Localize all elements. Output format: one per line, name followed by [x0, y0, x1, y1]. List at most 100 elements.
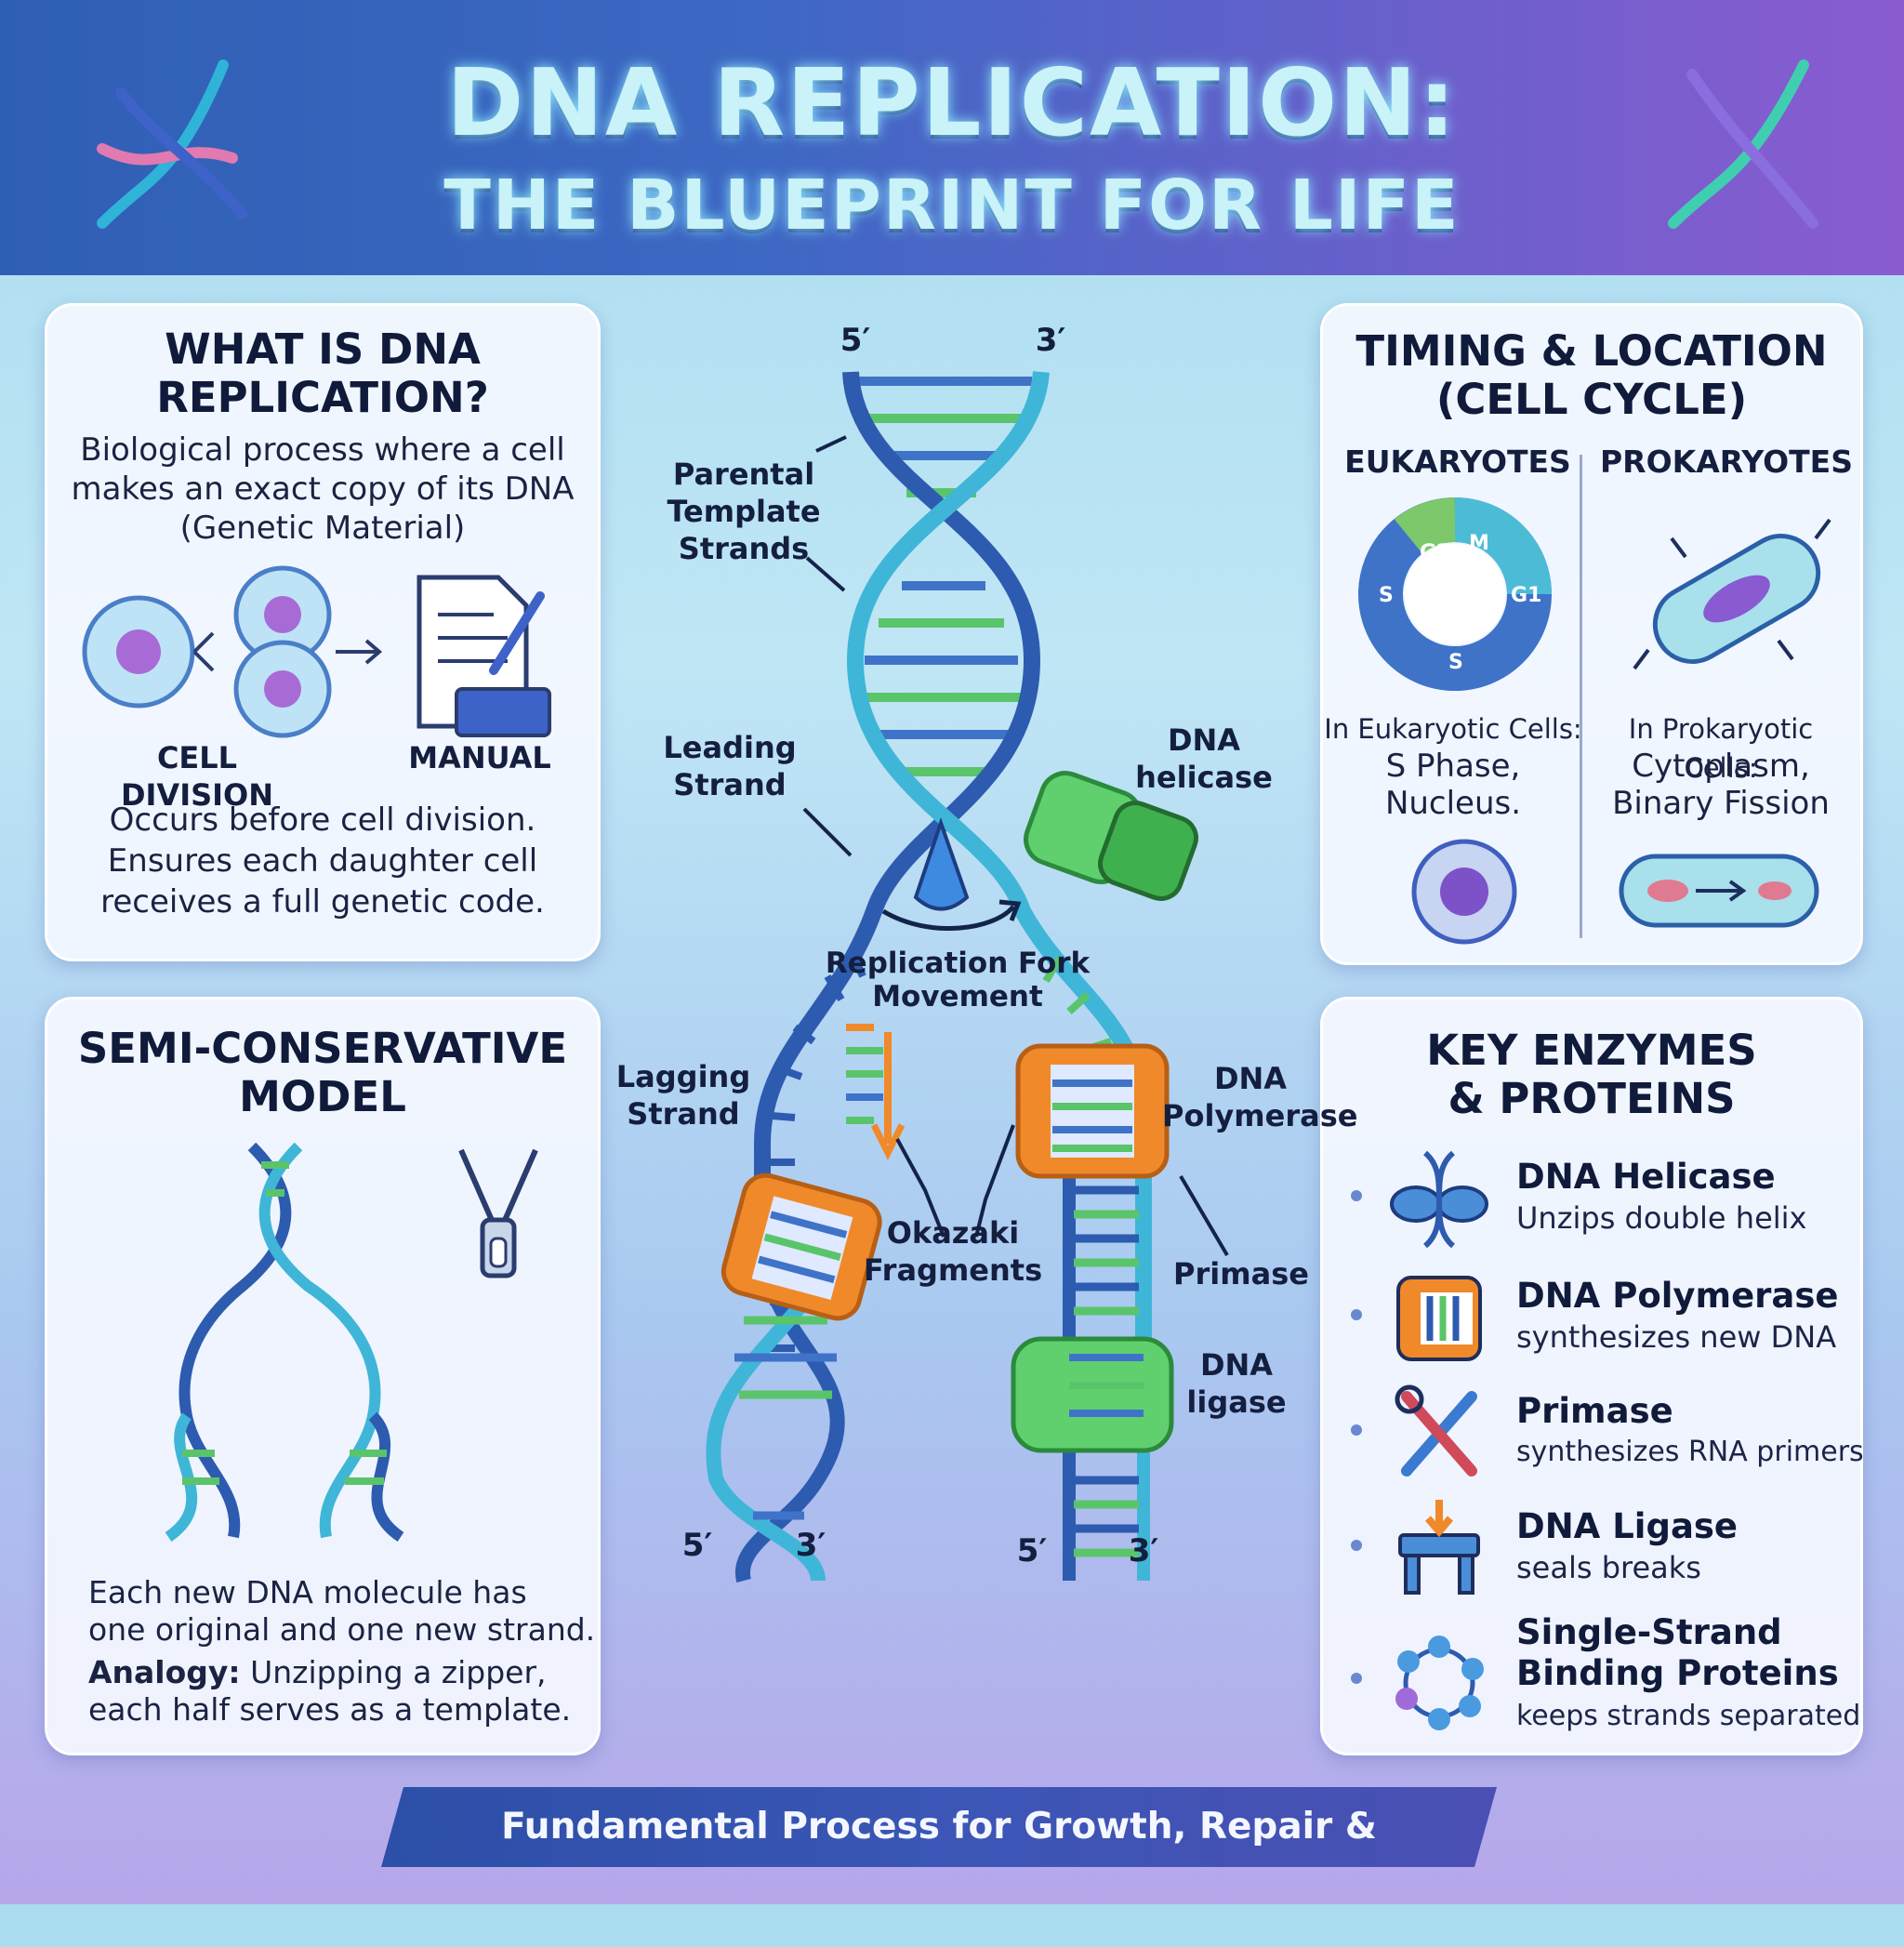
what-is-title-1: WHAT IS DNA — [165, 324, 481, 374]
bullet-dot — [1351, 1424, 1362, 1436]
pro-text-3: Binary Fission — [1612, 785, 1830, 822]
primase-label: Primase — [1173, 1256, 1309, 1291]
enzyme-item-primase: Primase synthesizes RNA primers — [1351, 1383, 1864, 1485]
analogy-label: Analogy: — [88, 1654, 241, 1690]
enzyme-name-primase: Primase — [1516, 1391, 1673, 1431]
polymerase-icon — [1396, 1276, 1482, 1361]
binding-proteins-icon — [1395, 1636, 1484, 1730]
five-prime-leading: 5′ — [1016, 1532, 1048, 1570]
enzyme-item-ssb: Single-Strand Binding Proteins keeps str… — [1351, 1612, 1860, 1743]
phase-g1: G1 — [1511, 584, 1541, 607]
phase-m: M — [1469, 532, 1489, 555]
semi-conservative-panel: SEMI-CONSERVATIVE MODEL Each new DNA mol… — [45, 997, 601, 1755]
what-is-panel: WHAT IS DNA REPLICATION? Biological proc… — [45, 303, 601, 961]
binary-fission-icon — [1619, 854, 1819, 928]
ligase-label-1: DNA — [1199, 1347, 1274, 1383]
parental-strand-teal — [846, 371, 1152, 1413]
bullet-dot — [1351, 1309, 1362, 1320]
footer-banner: Fundamental Process for Growth, Repair &… — [381, 1787, 1497, 1867]
lagging-helix-a — [734, 1236, 845, 1583]
page-subtitle: THE BLUEPRINT FOR LIFE — [443, 166, 1461, 245]
bullet-dot — [1351, 1540, 1362, 1551]
dna-icon-right — [1668, 60, 1818, 229]
euk-text-1: In Eukaryotic Cells: — [1324, 713, 1582, 745]
timing-title-1: TIMING & LOCATION — [1355, 326, 1828, 376]
semi-conservative-diagram — [165, 1142, 404, 1542]
polymerase-label-2: Polymerase — [1162, 1098, 1358, 1133]
eukaryotes-heading: EUKARYOTES — [1344, 444, 1571, 480]
label-pointers — [802, 435, 1229, 1257]
manual-document-icon — [416, 575, 551, 737]
phase-g2: G2 — [1420, 541, 1450, 564]
column-divider — [1580, 455, 1582, 938]
three-prime-top: 3′ — [1035, 322, 1066, 359]
enzyme-desc-ligase: seals breaks — [1516, 1550, 1701, 1585]
cell-division-icon — [82, 565, 332, 738]
zipper-icon — [458, 1148, 538, 1278]
okazaki-fragment-mini — [846, 1024, 883, 1124]
bullet-dot — [1351, 1673, 1362, 1684]
enzyme-desc-primase: synthesizes RNA primers — [1516, 1436, 1864, 1468]
enzyme-desc-ssb: keeps strands separated — [1516, 1700, 1861, 1732]
fork-movement-arrow — [881, 905, 1015, 931]
enzyme-item-ligase: DNA Ligase seals breaks — [1351, 1498, 1853, 1600]
semi-title-1: SEMI-CONSERVATIVE — [77, 1024, 568, 1073]
helicase-enzyme — [1024, 771, 1198, 901]
five-prime-top: 5′ — [840, 322, 871, 359]
parental-strand-dark — [754, 371, 1041, 1237]
semi-analogy-2: each half serves as a template. — [88, 1691, 572, 1728]
semi-title-2: MODEL — [239, 1072, 406, 1121]
lagging-helix-b — [706, 1233, 853, 1583]
helicase-label-2: helicase — [1135, 760, 1273, 795]
lagging-strand-label-1: Lagging — [615, 1059, 751, 1094]
analogy-text: Unzipping a zipper, — [240, 1654, 547, 1690]
leading-rungs — [1074, 1185, 1139, 1557]
polymerase-enzyme-lagging — [721, 1172, 882, 1321]
arrow-right-icon — [336, 639, 383, 665]
enzyme-name-helicase: DNA Helicase — [1516, 1157, 1776, 1197]
enzyme-desc-polymerase: synthesizes new DNA — [1516, 1319, 1837, 1355]
what-is-desc-3: (Genetic Material) — [179, 510, 466, 547]
footer-text: Fundamental Process for Growth, Repair &… — [501, 1806, 1377, 1927]
polymerase-enzyme-leading — [1015, 1043, 1170, 1179]
parental-strands-label-3: Strands — [678, 531, 810, 566]
cell-division-label: CELL DIVISION — [120, 740, 274, 813]
replication-fork-diagram — [706, 371, 1229, 1583]
leading-strand-label-1: Leading — [663, 730, 797, 765]
helicase-icon — [1390, 1150, 1488, 1249]
leading-strand-label-2: Strand — [673, 767, 787, 802]
semi-desc-1: Each new DNA molecule has — [88, 1574, 527, 1610]
what-is-note-1: Occurs before cell division. — [109, 801, 536, 839]
phase-s-left: S — [1379, 584, 1394, 607]
five-prime-lagging: 5′ — [681, 1527, 713, 1564]
enzyme-item-helicase: DNA Helicase Unzips double helix — [1351, 1148, 1853, 1251]
euk-text-3: Nucleus. — [1384, 785, 1522, 822]
enzyme-name-polymerase: DNA Polymerase — [1516, 1276, 1839, 1316]
primase-tools-icon — [1395, 1384, 1477, 1477]
enzymes-title-2: & PROTEINS — [1448, 1074, 1736, 1123]
ligase-label-2: ligase — [1186, 1384, 1287, 1420]
enzymes-title-1: KEY ENZYMES — [1426, 1026, 1757, 1075]
nucleus-cell-icon — [1411, 839, 1517, 945]
prokaryotes-heading: PROKARYOTES — [1600, 444, 1853, 480]
manual-label: MANUAL — [408, 740, 551, 775]
okazaki-label-2: Fragments — [863, 1252, 1043, 1288]
pro-text-2: Cytoplasm, — [1632, 748, 1810, 785]
bacterium-icon — [1633, 518, 1831, 670]
phase-s-bottom: S — [1448, 651, 1463, 674]
header-banner: DNA REPLICATION: THE BLUEPRINT FOR LIFE — [0, 0, 1904, 275]
semi-desc-2: one original and one new strand. — [88, 1611, 596, 1648]
dna-icon-left — [97, 60, 247, 229]
enzyme-name-ssb-1: Single-Strand — [1516, 1612, 1782, 1652]
three-prime-leading: 3′ — [1128, 1532, 1159, 1570]
what-is-note-2: Ensures each daughter cell — [107, 842, 538, 880]
ligase-clamp-icon — [1398, 1500, 1480, 1595]
fork-marker-icon — [913, 816, 970, 911]
okazaki-label-1: Okazaki — [886, 1215, 1020, 1251]
what-is-desc-2: makes an exact copy of its DNA — [71, 470, 575, 508]
page-title: DNA REPLICATION: — [446, 48, 1458, 157]
what-is-title-2: REPLICATION? — [156, 373, 489, 422]
enzymes-panel: KEY ENZYMES & PROTEINS DNA Helicase Unzi… — [1320, 997, 1864, 1755]
timing-panel: TIMING & LOCATION (CELL CYCLE) EUKARYOTE… — [1320, 303, 1863, 965]
parental-strands-label-1: Parental — [672, 457, 815, 492]
